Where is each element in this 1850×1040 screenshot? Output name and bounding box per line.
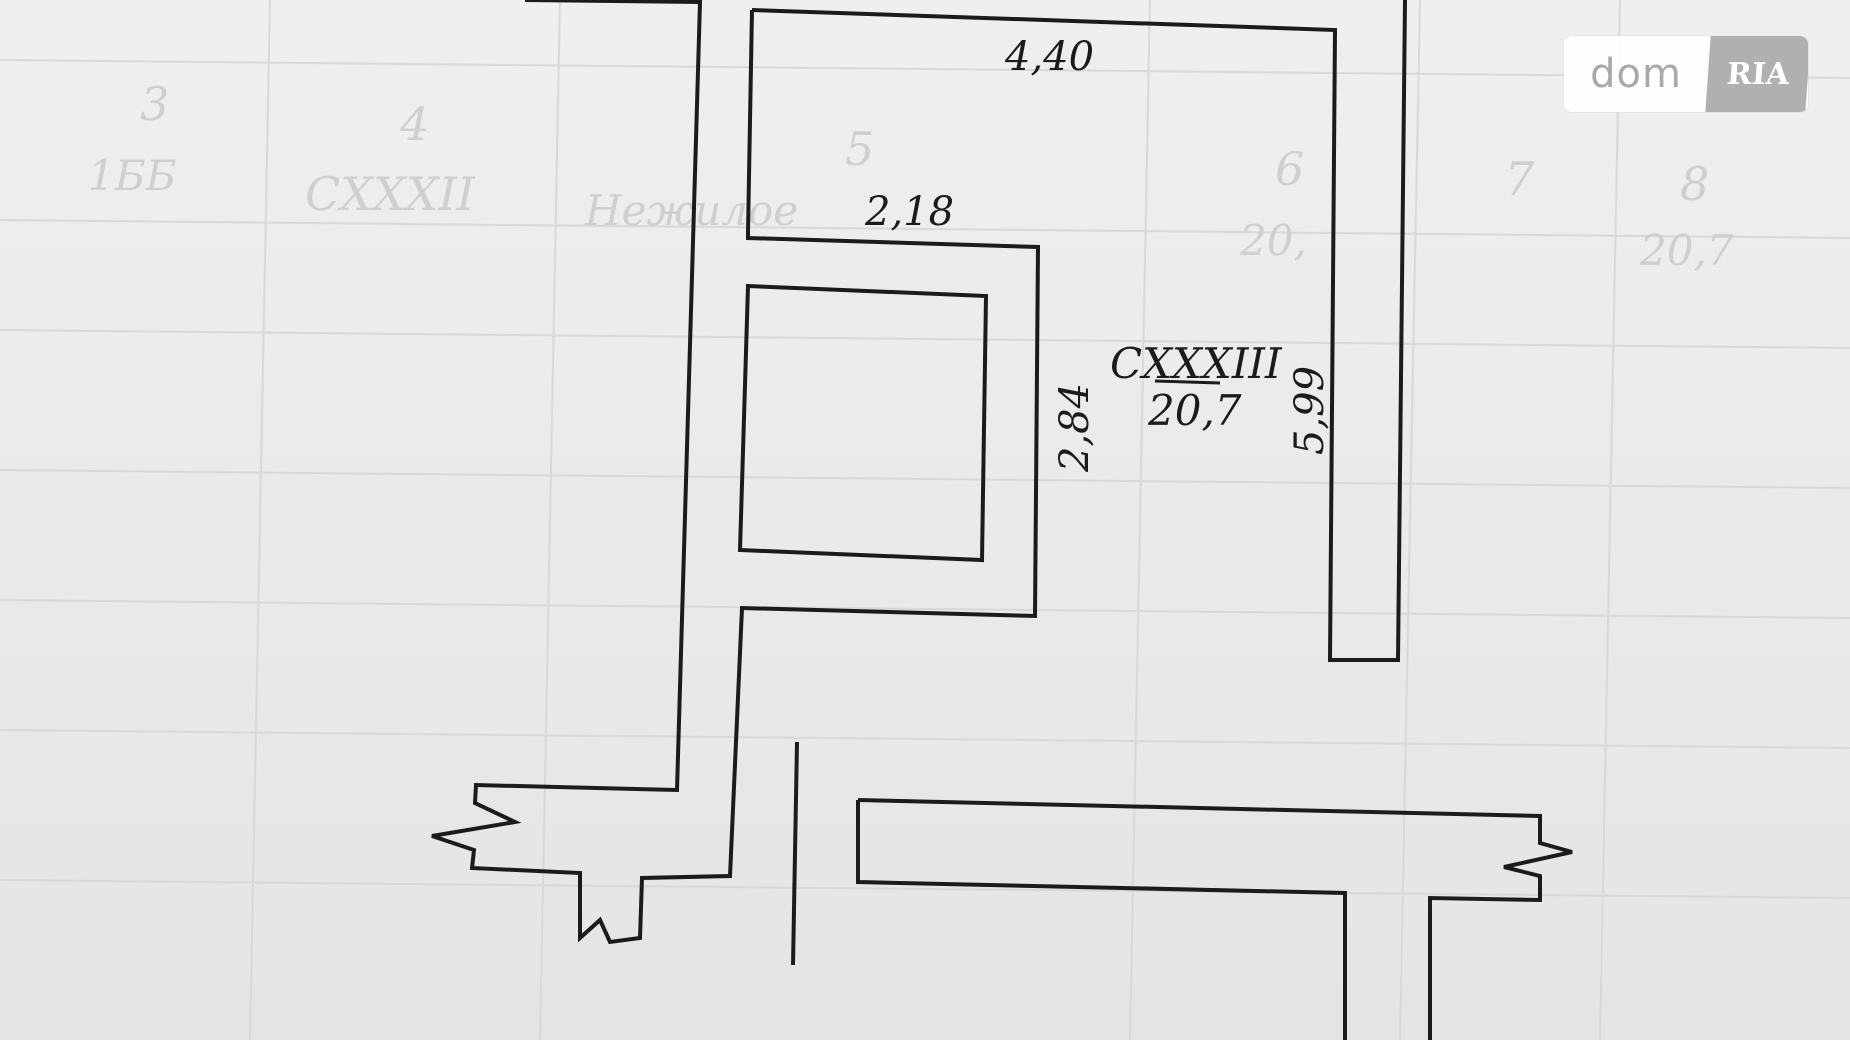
bg-cell-1: 1ББ	[88, 151, 176, 200]
bottom-wall-inner	[856, 800, 1347, 1040]
dimension-inner-wall: 2,18	[864, 189, 954, 235]
dimension-right-height: 5,99	[1287, 366, 1333, 455]
watermark-brand-suffix: RIA	[1705, 36, 1808, 112]
left-wall-outer	[431, 0, 1041, 945]
bg-header-8: 8	[1680, 157, 1709, 211]
bg-cell-4: 20,	[1239, 216, 1307, 265]
inner-shaft	[737, 283, 989, 563]
dimension-left-height: 2,84	[1052, 383, 1098, 473]
domria-watermark: dom RIA	[1564, 36, 1808, 112]
labels: 4,40 2,18 2,84 5,99 CXXXIII 20,7	[864, 34, 1333, 473]
bg-header-4: 4	[399, 97, 429, 151]
bg-cell-3: Нежилое	[584, 186, 798, 235]
bg-cell-2: CXXXII	[305, 167, 476, 221]
bg-header-6: 6	[1275, 142, 1304, 196]
door-line	[791, 741, 799, 966]
watermark-brand: dom	[1590, 51, 1682, 97]
room-code-underline	[1154, 379, 1221, 385]
bg-header-3: 3	[140, 77, 169, 131]
inner-wall-top	[746, 9, 754, 233]
bg-header-7: 7	[1505, 152, 1535, 206]
bottom-wall	[857, 798, 1573, 1040]
walls	[431, 0, 1573, 1040]
room-code: CXXXIII	[1110, 339, 1283, 388]
top-wall	[751, 0, 1407, 662]
bg-cell-6: 20,7	[1639, 226, 1734, 275]
room-area: 20,7	[1147, 386, 1242, 435]
dimension-top-wall: 4,40	[1004, 34, 1094, 80]
background-table: 3 4 5 6 7 8 1ББ CXXXII Нежилое 20, 20,7	[88, 77, 1734, 275]
bg-header-5: 5	[845, 122, 874, 176]
